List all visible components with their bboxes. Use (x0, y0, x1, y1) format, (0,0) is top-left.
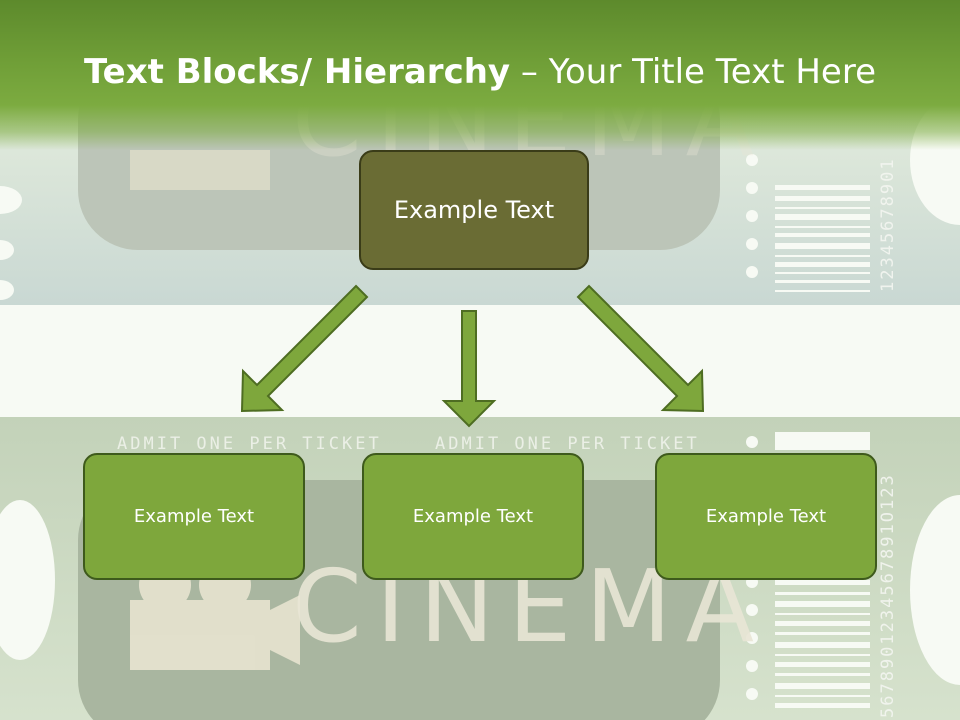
root-node-label: Example Text (393, 196, 555, 224)
title-bar (0, 0, 960, 150)
slide-title: Text Blocks/ Hierarchy – Your Title Text… (0, 52, 960, 92)
camera-icon (130, 559, 300, 670)
child-node-right: Example Text (655, 453, 877, 580)
barcode-top (775, 185, 870, 292)
title-rest: – Your Title Text Here (510, 52, 876, 92)
admit-one-text-left: ADMIT ONE PER TICKET (117, 434, 382, 454)
title-bold: Text Blocks/ Hierarchy (83, 52, 511, 92)
child-node-label: Example Text (133, 506, 255, 527)
arrow-left (240, 284, 369, 413)
arrow-right (576, 284, 705, 413)
root-node: Example Text (359, 150, 589, 270)
admit-one-text-right: ADMIT ONE PER TICKET (435, 434, 700, 454)
child-node-center: Example Text (362, 453, 584, 580)
child-node-label: Example Text (412, 506, 534, 527)
arrow-center (441, 310, 497, 428)
child-node-left: Example Text (83, 453, 305, 580)
child-node-label: Example Text (705, 506, 827, 527)
